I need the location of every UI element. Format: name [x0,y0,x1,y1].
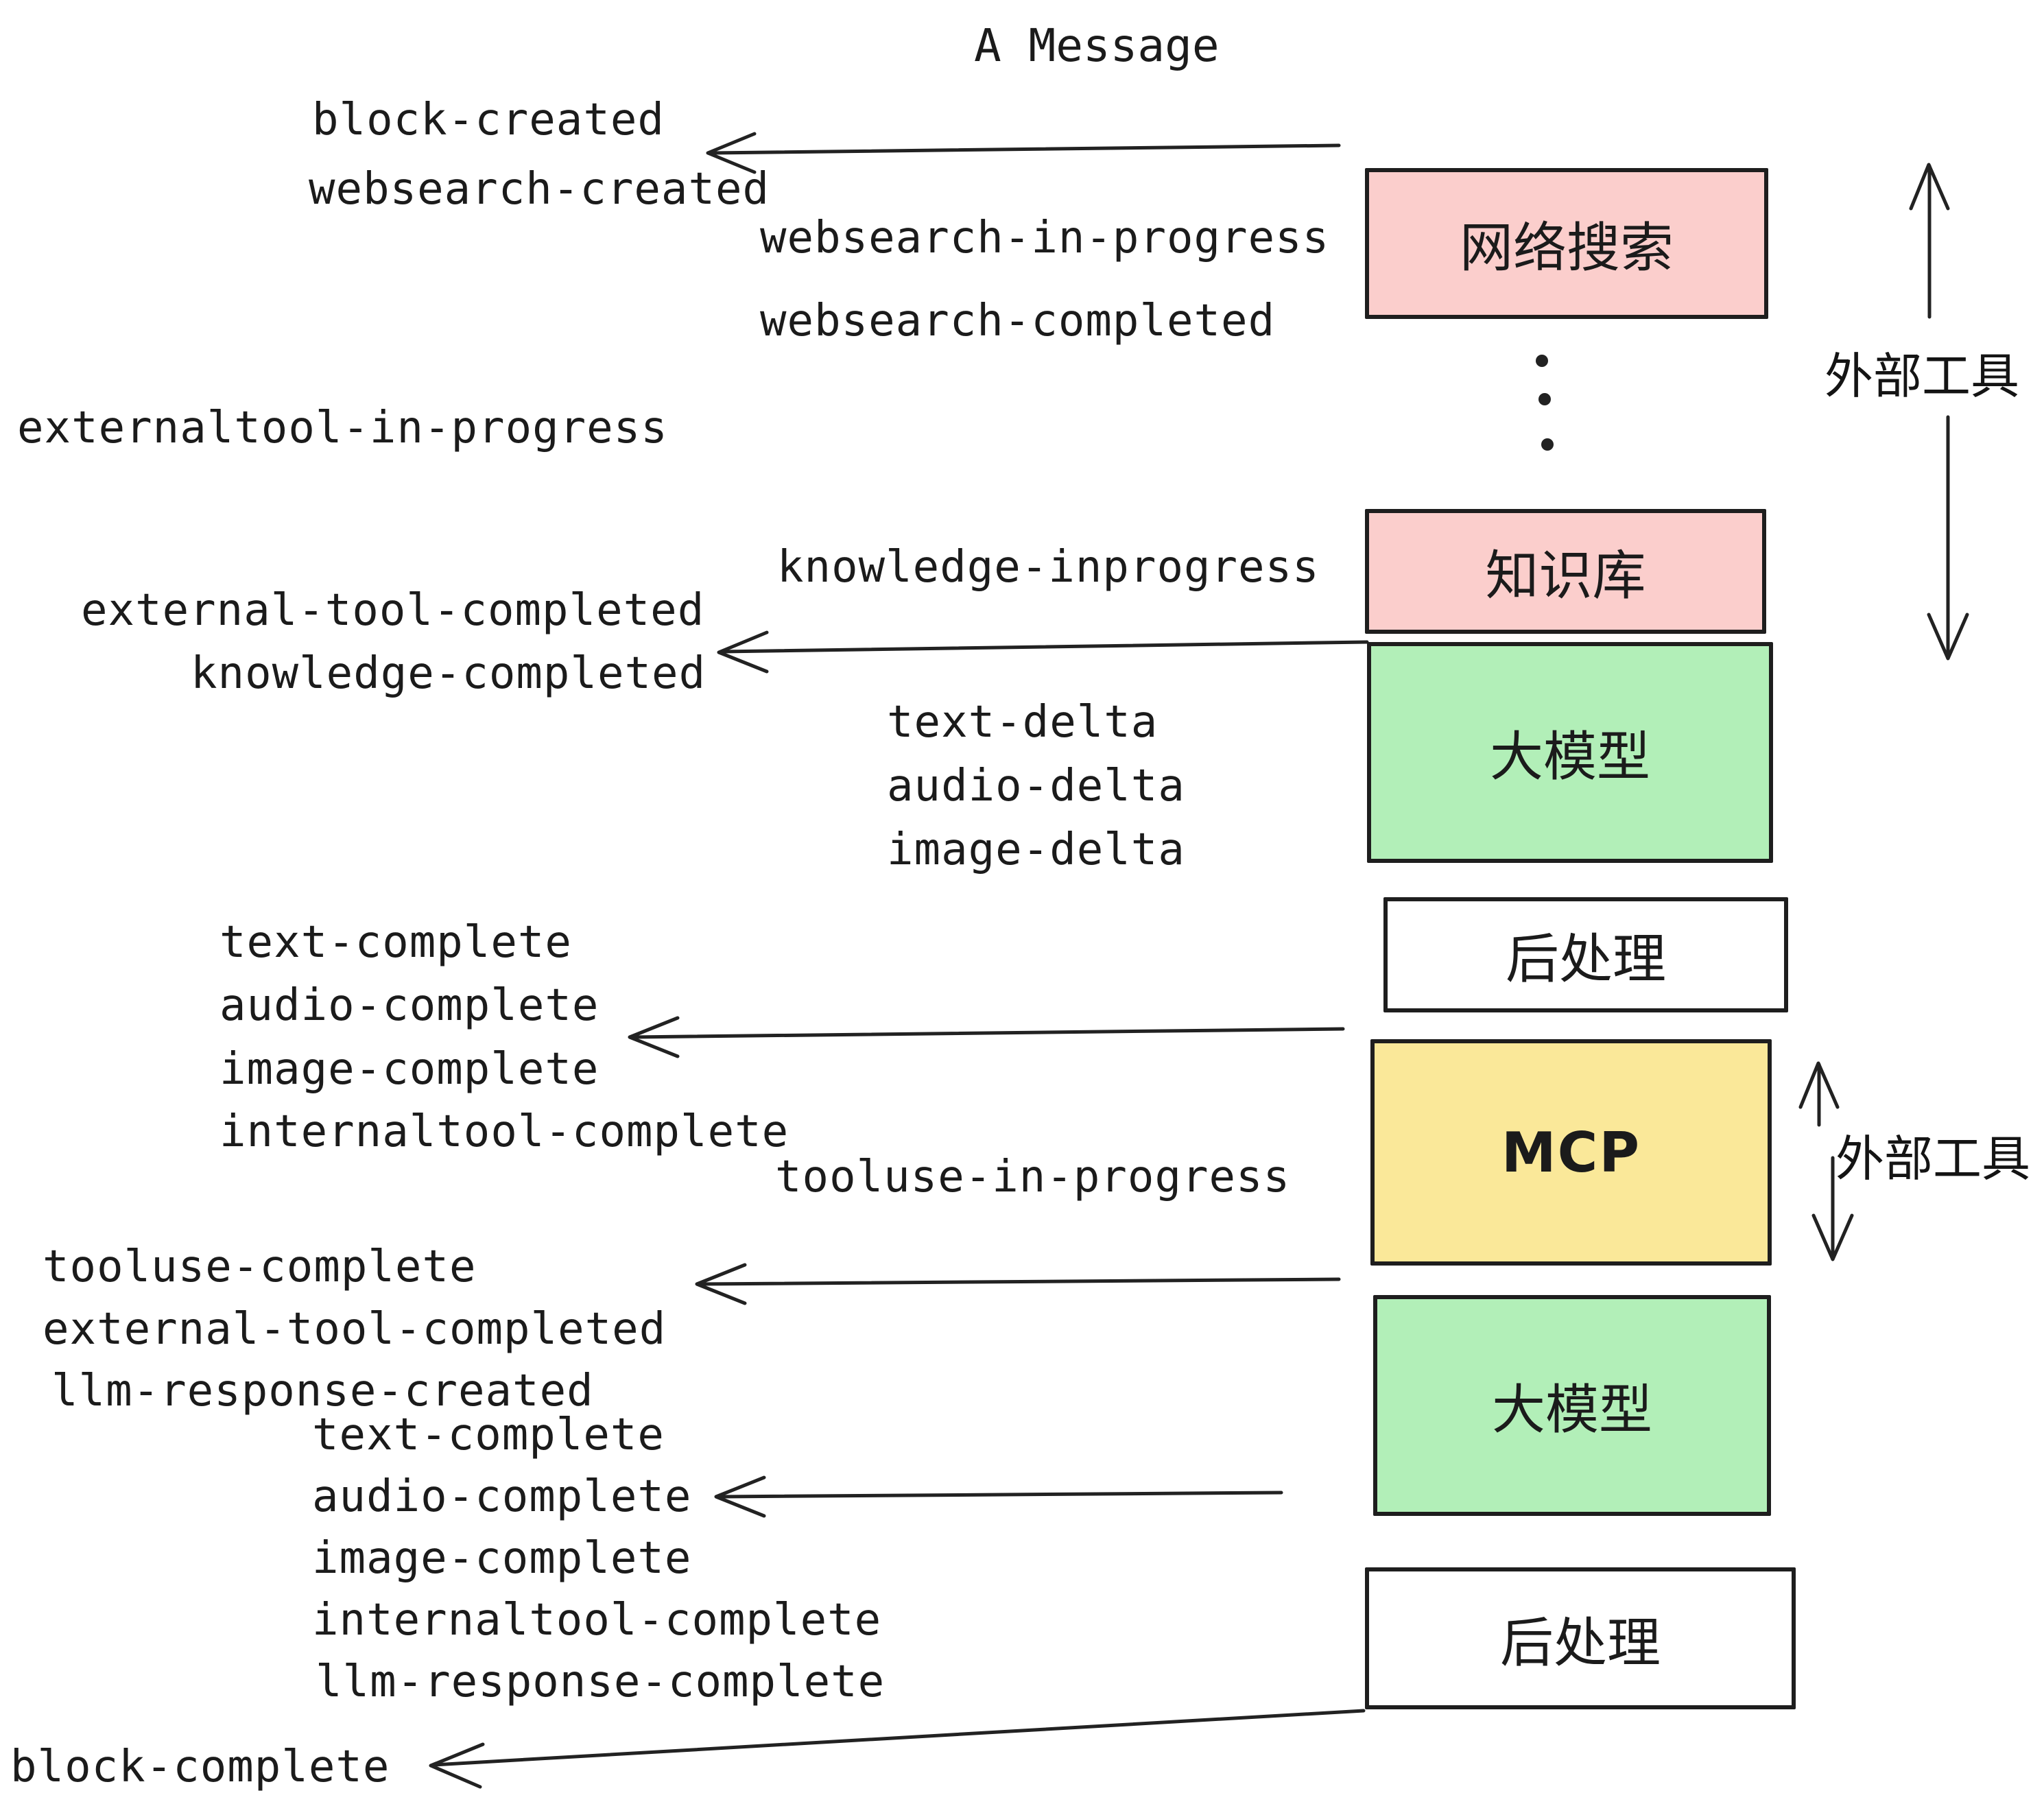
box-llm-2-label: 大模型 [1491,1379,1652,1441]
box-postprocess-1: 后处理 [1383,897,1788,1012]
double-arrow-external-tools-top [1909,163,1969,661]
arrow-tooluse-complete [695,1263,1341,1305]
box-postprocess-2-label: 后处理 [1499,1612,1661,1674]
box-websearch-label: 网络搜索 [1459,217,1674,279]
box-knowledge-base: 知识库 [1365,509,1766,634]
box-llm-1: 大模型 [1367,642,1773,863]
event-knowledge-inprogress: knowledge-inprogress [777,542,1320,593]
event-knowledge-completed: knowledge-completed [191,648,706,699]
event-image-complete: image-complete [219,1044,599,1095]
box-llm-2: 大模型 [1373,1295,1771,1516]
event-websearch-created: websearch-created [309,164,770,215]
box-websearch: 网络搜索 [1365,168,1768,319]
side-label-external-tools-top: 外部工具 [1825,348,2020,405]
event-llm-response-created: llm-response-created [51,1366,594,1416]
event-block-complete: block-complete [10,1742,390,1792]
event-externaltool-in-progress: externaltool-in-progress [17,403,668,453]
side-label-external-tools-bottom: 外部工具 [1835,1130,2031,1187]
event-external-tool-completed: external-tool-completed [81,585,705,636]
event-image-delta: image-delta [887,824,1185,875]
event-websearch-in-progress: websearch-in-progress [760,213,1330,263]
event-block-created: block-created [312,95,665,145]
event-text-complete-2: text-complete [312,1410,665,1460]
box-postprocess-2: 后处理 [1365,1567,1796,1709]
event-text-delta: text-delta [887,697,1158,748]
box-postprocess-1-label: 后处理 [1505,929,1666,990]
diagram-title: A Message [974,19,1220,72]
arrow-image-complete [628,1016,1345,1058]
event-audio-delta: audio-delta [887,761,1185,811]
event-tooluse-in-progress: tooluse-in-progress [775,1152,1291,1202]
event-websearch-completed: websearch-completed [760,296,1276,346]
ellipsis-dots [1536,355,1554,451]
event-text-complete: text-complete [219,917,572,968]
event-tooluse-complete: tooluse-complete [43,1242,477,1292]
event-internaltool-complete-2: internaltool-complete [312,1595,882,1646]
event-image-complete-2: image-complete [312,1533,692,1584]
box-llm-1-label: 大模型 [1489,726,1650,788]
event-external-tool-completed-2: external-tool-completed [43,1304,667,1355]
arrow-websearch-created [706,132,1341,174]
event-llm-response-complete: llm-response-complete [316,1657,886,1707]
event-internaltool-complete: internaltool-complete [219,1106,789,1157]
event-audio-complete-2: audio-complete [312,1471,692,1522]
box-mcp: MCP [1370,1039,1772,1266]
arrow-block-complete [429,1709,1366,1789]
box-mcp-label: MCP [1501,1120,1641,1185]
arrow-knowledge-completed [717,630,1369,674]
double-arrow-external-tools-bottom [1798,1061,1854,1261]
event-audio-complete: audio-complete [219,980,599,1031]
box-knowledge-base-label: 知识库 [1485,545,1646,607]
arrow-audio-complete [714,1475,1283,1518]
